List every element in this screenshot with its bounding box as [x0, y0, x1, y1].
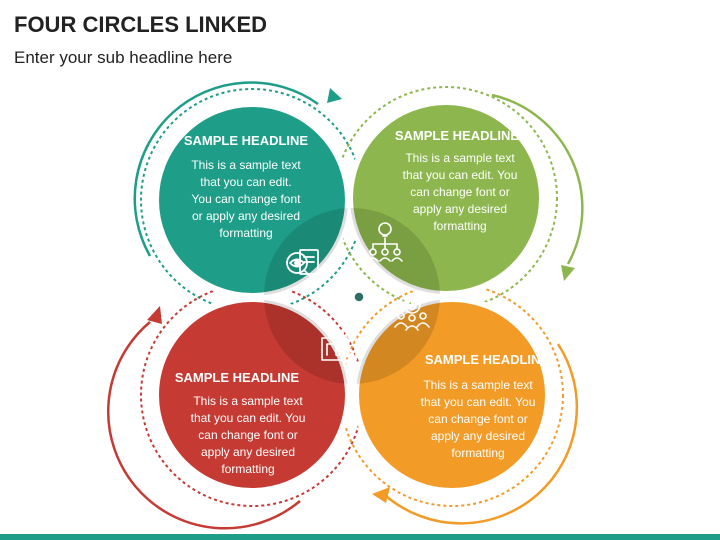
orange-circle-content: SAMPLE HEADLINE This is a sample text th…: [421, 352, 550, 460]
page-title: FOUR CIRCLES LINKED: [14, 12, 267, 37]
teal-circle-content: SAMPLE HEADLINE This is a sample text th…: [184, 133, 309, 240]
teal-body-line-1: This is a sample text: [191, 158, 301, 172]
red-body-line-3: can change font or: [198, 428, 297, 442]
orange-body-line-4: apply any desired: [431, 429, 525, 443]
page-subtitle: Enter your sub headline here: [14, 48, 233, 67]
red-arrow-icon: [147, 306, 162, 324]
green-circle-content: SAMPLE HEADLINE This is a sample text th…: [395, 128, 520, 233]
teal-body-line-5: formatting: [219, 226, 272, 240]
green-arrow-icon: [561, 265, 575, 281]
orange-headline: SAMPLE HEADLINE: [425, 352, 550, 367]
green-body-line-3: can change font or: [410, 185, 509, 199]
red-body-line-1: This is a sample text: [193, 394, 303, 408]
teal-arrow-icon: [327, 88, 342, 103]
red-circle-content: SAMPLE HEADLINE This is a sample text th…: [175, 370, 306, 476]
red-body-line-5: formatting: [221, 462, 274, 476]
orange-circle: [353, 296, 551, 494]
center-overlap-shading: [264, 208, 440, 384]
red-headline: SAMPLE HEADLINE: [175, 370, 300, 385]
green-body-line-2: that you can edit. You: [403, 168, 518, 182]
teal-body-line-4: or apply any desired: [192, 209, 300, 223]
green-headline: SAMPLE HEADLINE: [395, 128, 520, 143]
green-circle: [347, 99, 545, 297]
bottom-accent-bar: [0, 534, 720, 540]
magnifier-eye-icon: [286, 249, 319, 280]
orange-body-line-2: that you can edit. You: [421, 395, 536, 409]
orange-body-line-3: can change font or: [428, 412, 527, 426]
red-body-line-2: that you can edit. You: [191, 411, 306, 425]
center-node: [353, 291, 365, 303]
red-circle: [153, 296, 351, 494]
lightbulb-network-icon: [367, 222, 403, 262]
teal-body-line-2: that you can edit.: [200, 175, 291, 189]
team-target-icon: [394, 296, 430, 331]
orange-arrow-icon: [372, 487, 390, 503]
green-body-line-1: This is a sample text: [405, 151, 515, 165]
teal-headline: SAMPLE HEADLINE: [184, 133, 309, 148]
red-body-line-4: apply any desired: [201, 445, 295, 459]
green-body-line-4: apply any desired: [413, 202, 507, 216]
green-body-line-5: formatting: [433, 219, 486, 233]
orange-body-line-5: formatting: [451, 446, 504, 460]
blueprint-gear-icon: [321, 324, 359, 361]
teal-body-line-3: You can change font: [192, 192, 302, 206]
orange-body-line-1: This is a sample text: [423, 378, 533, 392]
